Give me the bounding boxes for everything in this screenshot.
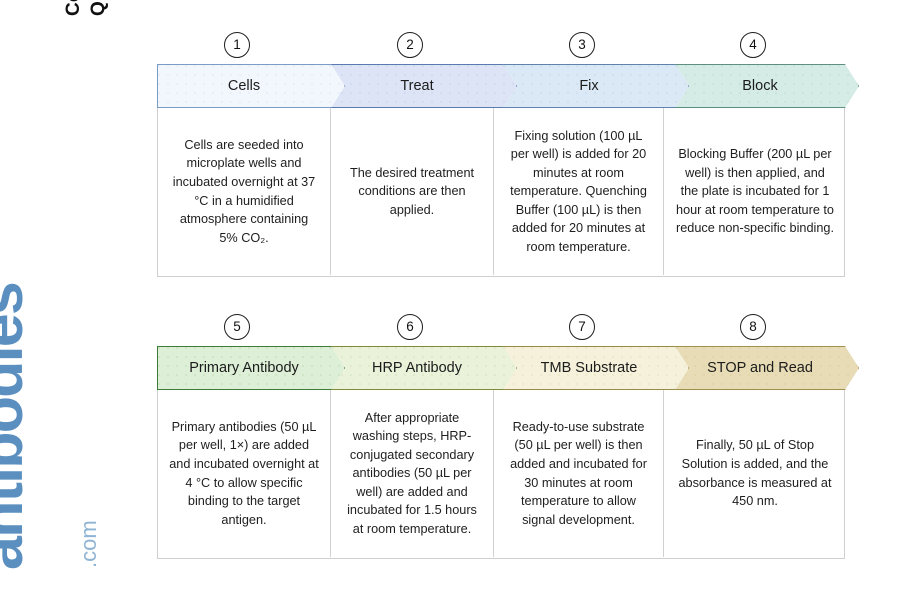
process-step-description-7: Ready-to-use substrate (50 µL per well) … (493, 390, 663, 557)
step-number-badge-6: 6 (397, 314, 423, 340)
process-step-description-text-6: After appropriate washing steps, HRP-con… (347, 410, 477, 536)
process-step-chevron-4[interactable]: Block (675, 64, 859, 108)
process-flow-row-2: 5 6 7 8 Primary Antibody HRP Antibody TMB Sub… (157, 314, 845, 559)
step-number-badge-5: 5 (224, 314, 250, 340)
process-step-description-4: Blocking Buffer (200 µL per well) is the… (663, 108, 846, 275)
process-step-chevron-2[interactable]: Treat (331, 64, 517, 108)
process-step-description-3: Fixing solution (100 µL per well) is add… (493, 108, 663, 275)
chevron-strip-1: Cells Treat Fix Block (157, 64, 845, 108)
step-description-strip-1: Cells are seeded into microplate wells a… (157, 108, 845, 277)
page-title: Cell Based ELISA Kits Quick Protocol (62, 0, 111, 16)
process-step-label-5: Primary Antibody (189, 360, 299, 376)
process-step-description-text-3: Fixing solution (100 µL per well) is add… (510, 128, 647, 254)
process-step-description-text-7: Ready-to-use substrate (50 µL per well) … (510, 419, 647, 527)
process-step-label-3: Fix (579, 78, 599, 94)
process-step-label-6: HRP Antibody (371, 360, 462, 376)
process-step-chevron-1[interactable]: Cells (157, 64, 345, 108)
process-step-description-6: After appropriate washing steps, HRP-con… (330, 390, 493, 557)
process-step-description-text-2: The desired treatment conditions are the… (349, 165, 475, 217)
step-number-badge-8: 8 (740, 314, 766, 340)
process-step-description-text-8: Finally, 50 µL of Stop Solution is added… (678, 438, 832, 509)
step-number-badge-3: 3 (569, 32, 595, 58)
brand-logo: antibodies .com (0, 283, 144, 570)
process-step-description-5: Primary antibodies (50 µL per well, 1×) … (158, 390, 330, 557)
logo-tld: .com (76, 520, 101, 568)
process-step-label-8: STOP and Read (707, 360, 813, 376)
step-number-badge-1: 1 (224, 32, 250, 58)
process-step-label-1: Cells (227, 78, 261, 94)
step-number-badge-7: 7 (569, 314, 595, 340)
process-step-description-text-4: Blocking Buffer (200 µL per well) is the… (676, 147, 834, 236)
process-step-chevron-5[interactable]: Primary Antibody (157, 346, 345, 390)
process-step-chevron-8[interactable]: STOP and Read (675, 346, 859, 390)
step-description-strip-2: Primary antibodies (50 µL per well, 1×) … (157, 390, 845, 559)
step-badge-strip-2: 5 6 7 8 (157, 314, 845, 346)
step-badge-strip-1: 1 2 3 4 (157, 32, 845, 64)
process-step-description-2: The desired treatment conditions are the… (330, 108, 493, 275)
step-number-badge-4: 4 (740, 32, 766, 58)
process-step-description-8: Finally, 50 µL of Stop Solution is added… (663, 390, 846, 557)
process-flow-row-1: 1 2 3 4 Cells Treat Fix Block Cells are seeded… (157, 32, 845, 277)
process-step-label-7: TMB Substrate (540, 360, 638, 376)
process-step-description-1: Cells are seeded into microplate wells a… (158, 108, 330, 275)
process-step-chevron-7[interactable]: TMB Substrate (503, 346, 689, 390)
process-step-chevron-3[interactable]: Fix (503, 64, 689, 108)
process-step-description-text-5: Primary antibodies (50 µL per well, 1×) … (169, 419, 319, 527)
process-step-label-2: Treat (400, 78, 434, 94)
logo-wordmark: antibodies (0, 282, 35, 570)
chevron-strip-2: Primary Antibody HRP Antibody TMB Substrat… (157, 346, 845, 390)
process-step-label-4: Block (742, 78, 778, 94)
step-number-badge-2: 2 (397, 32, 423, 58)
process-step-chevron-6[interactable]: HRP Antibody (331, 346, 517, 390)
process-step-description-text-1: Cells are seeded into microplate wells a… (172, 137, 316, 245)
